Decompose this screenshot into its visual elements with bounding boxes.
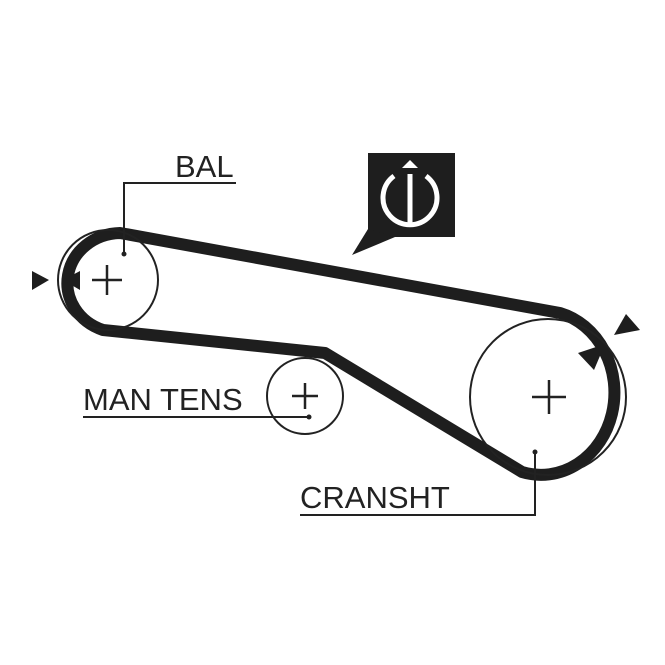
- center-cross-icon: [532, 380, 566, 414]
- timing-mark-arrow-icon: [614, 314, 640, 335]
- cranksht-label: CRANSHT: [300, 480, 450, 515]
- man-tens-leader-dot: [306, 414, 312, 420]
- crankshaft-pulley: [469, 318, 627, 476]
- cranksht-leader-line: [300, 454, 536, 516]
- belt-direction-callout-icon: [352, 153, 455, 255]
- center-cross-icon: [92, 265, 122, 295]
- bal-label: BAL: [175, 149, 234, 184]
- bal-leader-line: [123, 182, 236, 252]
- man-tens-label: MAN TENS: [83, 382, 243, 417]
- tensioner-pulley: [266, 357, 344, 435]
- timing-mark-arrow-icon: [63, 271, 80, 290]
- cranksht-leader-dot: [532, 449, 538, 455]
- timing-mark-arrow-icon: [32, 271, 49, 290]
- balance-pulley: [57, 229, 159, 331]
- timing-mark-arrow-icon: [578, 344, 605, 370]
- timing-belt: [61, 227, 621, 481]
- bal-leader-dot: [121, 251, 127, 257]
- center-cross-icon: [292, 383, 318, 409]
